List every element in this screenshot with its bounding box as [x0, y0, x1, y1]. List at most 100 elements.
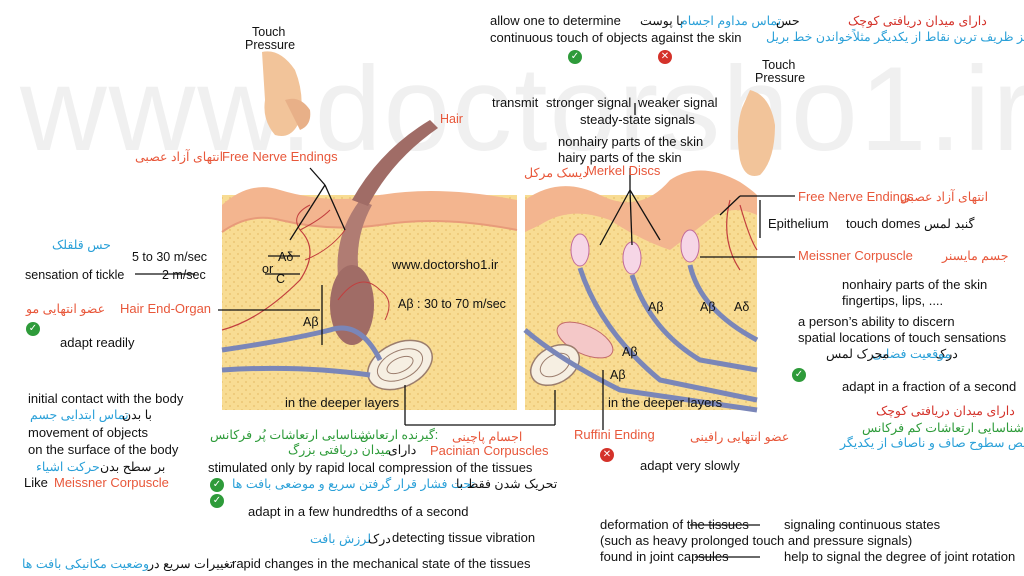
- a-delta-label: Aδ: [278, 250, 294, 264]
- a-beta-fast-label: Aβ : 30 to 70 m/sec: [398, 297, 506, 311]
- allow-determine: allow one to determine: [490, 13, 621, 28]
- ruffini-adapt: adapt very slowly: [640, 458, 740, 473]
- continuous-touch: continuous touch of objects against the …: [490, 30, 742, 45]
- hairy-skin-block: [221, 120, 518, 410]
- touch-domes-fa: گنبد لمس: [924, 217, 975, 231]
- meissner-fa-c: محرک لمس: [826, 347, 890, 361]
- steady-state: steady-state signals: [580, 112, 695, 127]
- tickle-en: sensation of tickle: [25, 268, 125, 282]
- check-icon: ✓: [210, 478, 224, 492]
- cross-icon: ✕: [658, 50, 672, 64]
- hand-illustration-right: [737, 90, 775, 176]
- top-right-fa2: تمییز ظریف ترین نقاط از یکدیگر مثلاًخوان…: [766, 30, 1024, 44]
- pressure-label-right: Pressure: [755, 71, 806, 85]
- or-label: or: [262, 262, 274, 276]
- top-fa-a: با پوست: [640, 14, 684, 28]
- hair-end-organ-fa: عضو انتهایی مو: [26, 302, 106, 316]
- rapid-fa-b: وضعیت مکانیکی بافت ها: [22, 557, 150, 571]
- a-delta-right: Aδ: [734, 300, 750, 314]
- watermark: www.doctorsho1.ir: [20, 42, 1024, 176]
- a-beta-3: Aβ: [622, 345, 638, 359]
- a-beta-1: Aβ: [648, 300, 664, 314]
- pacinian-adapt: adapt in a few hundredths of a second: [248, 504, 469, 519]
- ruffini-joint: found in joint capsules: [600, 549, 729, 564]
- pacinian-stim: stimulated only by rapid local compressi…: [208, 460, 533, 475]
- ruffini-deformation: deformation of the tissues: [600, 517, 749, 532]
- merkel-hairy: hairy parts of the skin: [558, 150, 682, 165]
- cross-icon: ✕: [600, 448, 614, 462]
- pacinian-fa1-b: شناسایی ارتعاشات پُر فرکانس: [210, 428, 368, 442]
- meissner-fa: جسم مایسنر: [942, 249, 1009, 263]
- rapid-en: rapid changes in the mechanical state of…: [232, 556, 531, 571]
- top-right-fa1: دارای میدان دریافتی کوچک: [848, 14, 987, 28]
- check-icon: ✓: [210, 494, 224, 508]
- initial-contact-fa-b: با بدن: [122, 408, 152, 422]
- meissner-fa-b: موقعیت فضایی: [872, 347, 952, 361]
- free-nerve-right-fa: انتهای آزاد عصبی: [900, 190, 989, 204]
- ruffini-heavy: (such as heavy prolonged touch and press…: [600, 533, 913, 548]
- like-meissner: Meissner Corpuscle: [54, 475, 169, 490]
- hair-end-organ-en: Hair End-Organ: [120, 301, 212, 316]
- deeper-layers-right: in the deeper layers: [608, 395, 723, 410]
- stronger-signal: stronger signal: [546, 95, 632, 110]
- ruffini-signaling: signaling continuous states: [784, 517, 941, 532]
- ruffini-fa: عضو انتهایی رافینی: [690, 430, 790, 444]
- check-icon: ✓: [792, 368, 806, 382]
- hand-illustration-left: [262, 51, 311, 137]
- movement-fa-b: بر سطح بدن: [100, 460, 166, 474]
- meissner-nonhairy: nonhairy parts of the skin: [842, 277, 988, 292]
- adapt-readily: adapt readily: [60, 335, 135, 350]
- free-nerve-left-fa: انتهای آزاد عصبی: [135, 150, 224, 164]
- pressure-label-left: Pressure: [245, 38, 296, 52]
- meissner-fingertips: fingertips, lips, ....: [842, 293, 944, 308]
- merkel-fa: دیسک مرکل: [524, 166, 588, 180]
- site-label: www.doctorsho1.ir: [392, 257, 499, 272]
- check-icon: ✓: [26, 322, 40, 336]
- merkel-nonhairy: nonhairy parts of the skin: [558, 134, 704, 149]
- vibration-fa-b: لرزش بافت: [310, 532, 372, 546]
- epithelium: Epithelium: [768, 216, 829, 231]
- top-fa-c: حس: [776, 14, 800, 28]
- a-beta-2: Aβ: [700, 300, 716, 314]
- transmit: transmit: [492, 95, 539, 110]
- free-nerve-left-en: Free Nerve Endings: [222, 149, 338, 164]
- touch-domes: touch domes: [846, 216, 921, 231]
- like-label: Like: [24, 475, 48, 490]
- meissner-fa-a: درک: [935, 347, 958, 361]
- pacinian-fa2-a: دارای: [388, 443, 417, 457]
- free-nerve-right-en: Free Nerve Endings: [798, 189, 914, 204]
- a-beta-4: Aβ: [610, 368, 626, 382]
- c-fiber-label: C: [276, 272, 286, 286]
- meissner-low-freq: شناسایی ارتعاشات کم فرکانس: [862, 421, 1024, 435]
- pacinian-en: Pacinian Corpuscles: [430, 443, 549, 458]
- hair-label: Hair: [440, 112, 463, 126]
- speed-5-30: 5 to 30 m/sec: [132, 250, 208, 264]
- pacinian-fa-name: اجسام پاچینی: [452, 430, 523, 444]
- touch-label-right: Touch: [762, 58, 796, 72]
- check-icon: ✓: [568, 50, 582, 64]
- meissner-surfaces: تشخیص سطوح صاف و ناصاف از یکدیگر: [840, 436, 1024, 450]
- nonhairy-skin-block: [523, 170, 759, 413]
- deeper-layers-left: in the deeper layers: [285, 395, 400, 410]
- meissner-spatial: spatial locations of touch sensations: [798, 330, 1007, 345]
- movement-fa-a: حرکت اشیاء: [36, 460, 100, 474]
- meissner-en: Meissner Corpuscle: [798, 248, 913, 263]
- initial-contact-fa-a: تماس ابتدایی جسم: [30, 408, 129, 422]
- tickle-fa: حس قلقلک: [52, 238, 111, 252]
- pacinian-fa3-b: تحت فشار قرار گرفتن سریع و موضعی بافت ها: [232, 477, 475, 491]
- initial-contact: initial contact with the body: [28, 391, 184, 406]
- ruffini-en: Ruffini Ending: [574, 427, 655, 442]
- pacinian-fa3-a: تحریک شدن فقط با: [456, 477, 558, 491]
- meissner-small-field: دارای میدان دریافتی کوچک: [876, 404, 1015, 418]
- pacinian-fa2-b: میدان دریافتی بزرگ: [288, 443, 392, 457]
- vibration-en: detecting tissue vibration: [392, 530, 536, 545]
- speed-2: 2 m/sec: [162, 268, 206, 282]
- a-beta-left-label: Aβ: [303, 315, 319, 329]
- merkel-en: Merkel Discs: [586, 163, 661, 178]
- top-fa-b: تماس مداوم اجسام: [680, 14, 782, 28]
- rapid-fa-a: تغییرات سریع در: [148, 557, 234, 571]
- touch-label-left: Touch: [252, 25, 286, 39]
- meissner-ability: a person’s ability to discern: [798, 314, 955, 329]
- pacinian-fa1-a: گیرنده ارتعاش:: [360, 428, 439, 442]
- movement-objects: movement of objects: [28, 425, 148, 440]
